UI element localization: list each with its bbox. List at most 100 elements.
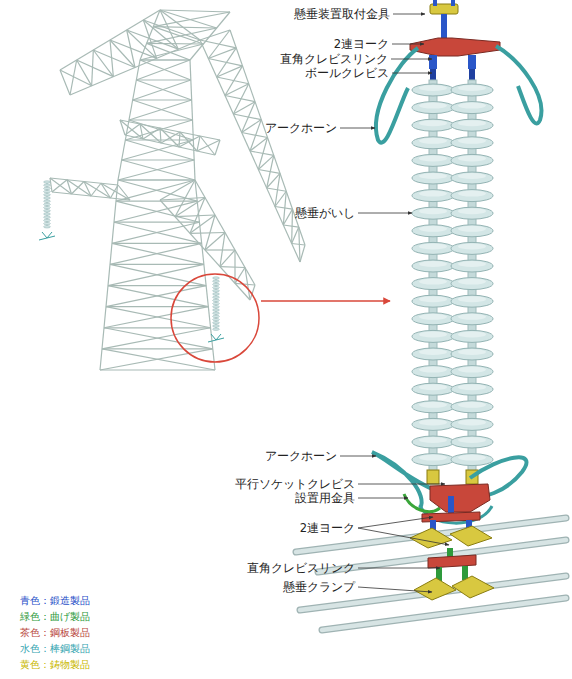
tower-lattice: [205, 249, 235, 250]
insulator-assembly: [458, 120, 486, 126]
insulator-assembly: [458, 103, 486, 109]
tower-lattice: [110, 264, 206, 285]
insulator-assembly: [419, 331, 447, 337]
insulator-assembly: [419, 155, 447, 161]
tower-lattice: [136, 79, 191, 80]
tower-lattice: [205, 233, 225, 251]
tower-lattice: [250, 151, 274, 155]
leader-line: [340, 14, 449, 592]
insulator-assembly: [412, 330, 454, 342]
insulator-assembly: [458, 349, 486, 355]
tower-lattice: [160, 128, 179, 147]
tower-lattice: [50, 178, 72, 194]
insulator-assembly: [458, 243, 486, 249]
tower-lattice: [190, 232, 225, 234]
tower-lattice: [110, 40, 135, 68]
legend-swatch: 水色：棒鋼製品: [20, 643, 90, 655]
insulator-assembly: [412, 84, 454, 96]
insulator-assembly: [412, 172, 454, 184]
small-insulator: [44, 200, 51, 202]
tower-lattice: [125, 124, 140, 135]
insulator-assembly: [412, 260, 454, 272]
part-label: アークホーン: [265, 121, 337, 135]
insulator-assembly: [429, 55, 437, 69]
leader-line: [358, 213, 412, 214]
small-insulator: [44, 203, 51, 205]
leader-line: [358, 528, 449, 545]
legend-swatch: 黄色：鋳物製品: [20, 659, 90, 671]
insulator-assembly: [412, 366, 454, 378]
insulator-assembly: [412, 383, 454, 395]
insulator-assembly: [458, 138, 486, 144]
small-insulator: [44, 216, 51, 218]
insulator-assembly: [412, 436, 454, 448]
insulator-assembly: [451, 313, 493, 325]
small-insulator: [213, 315, 220, 317]
small-insulator: [44, 187, 51, 189]
insulator-assembly: [458, 226, 486, 232]
conductor: [322, 598, 566, 630]
small-insulator: [44, 197, 51, 199]
insulator-assembly: [451, 0, 455, 6]
insulator-assembly: [412, 154, 454, 166]
tower-lattice: [102, 348, 213, 349]
tower-lattice: [104, 327, 211, 328]
small-insulator: [213, 302, 220, 304]
insulator-assembly: [419, 191, 447, 197]
small-insulator: [213, 280, 220, 282]
insulator-assembly: [412, 102, 454, 114]
small-insulator: [213, 325, 220, 327]
insulator-assembly: [419, 296, 447, 302]
tower-lattice: [140, 59, 190, 60]
tower-lattice: [129, 119, 193, 120]
legend-swatch: 青色：鍛造製品: [20, 595, 90, 607]
leader-line: [391, 59, 432, 60]
insulator-assembly: [458, 296, 486, 302]
leader-line: [358, 568, 440, 569]
insulator-assembly: [412, 295, 454, 307]
insulator-assembly: [451, 119, 493, 131]
tower-lattice: [118, 179, 195, 180]
insulator-assembly: [372, 0, 541, 600]
insulator-assembly: [419, 402, 447, 408]
small-insulator: [213, 299, 220, 301]
insulator-assembly: [451, 348, 493, 360]
insulator-assembly: [451, 436, 493, 448]
tower-lattice: [200, 40, 236, 48]
tower-lattice: [120, 120, 143, 139]
tower-lattice: [292, 227, 299, 243]
tower-lattice: [122, 140, 194, 160]
insulator-assembly: [496, 46, 541, 123]
insulator-assembly: [412, 348, 454, 360]
insulator-assembly: [451, 225, 493, 237]
small-insulator: [213, 283, 220, 285]
small-insulator: [44, 210, 51, 212]
tower-lattice: [175, 215, 215, 217]
tower-lattice: [179, 132, 180, 147]
leader-line: [358, 484, 445, 485]
insulator-assembly: [419, 367, 447, 373]
tower-lattice: [101, 183, 111, 198]
tower-lattice: [133, 100, 193, 120]
insulator-assembly: [451, 454, 493, 466]
insulator-assembly: [458, 85, 486, 91]
leader-line: [392, 44, 424, 45]
tower-lattice: [161, 132, 180, 143]
tower-lattice: [106, 306, 208, 307]
part-label: 2連ヨーク: [300, 521, 355, 535]
tower-lattice: [140, 60, 191, 80]
tower-lattice: [125, 139, 193, 140]
insulator-assembly: [451, 383, 493, 395]
part-label: アークホーン: [265, 449, 337, 463]
tower-lattice: [283, 225, 298, 227]
tower-lattice: [129, 100, 192, 120]
tower-lattice: [235, 283, 255, 285]
insulator-assembly: [412, 418, 454, 430]
insulator-assembly: [452, 576, 494, 598]
insulator-assembly: [428, 555, 476, 568]
tower-lattice: [108, 285, 206, 286]
tower-lattice: [258, 170, 280, 174]
tower-lattice: [50, 10, 305, 370]
insulator-assembly: [412, 80, 493, 472]
